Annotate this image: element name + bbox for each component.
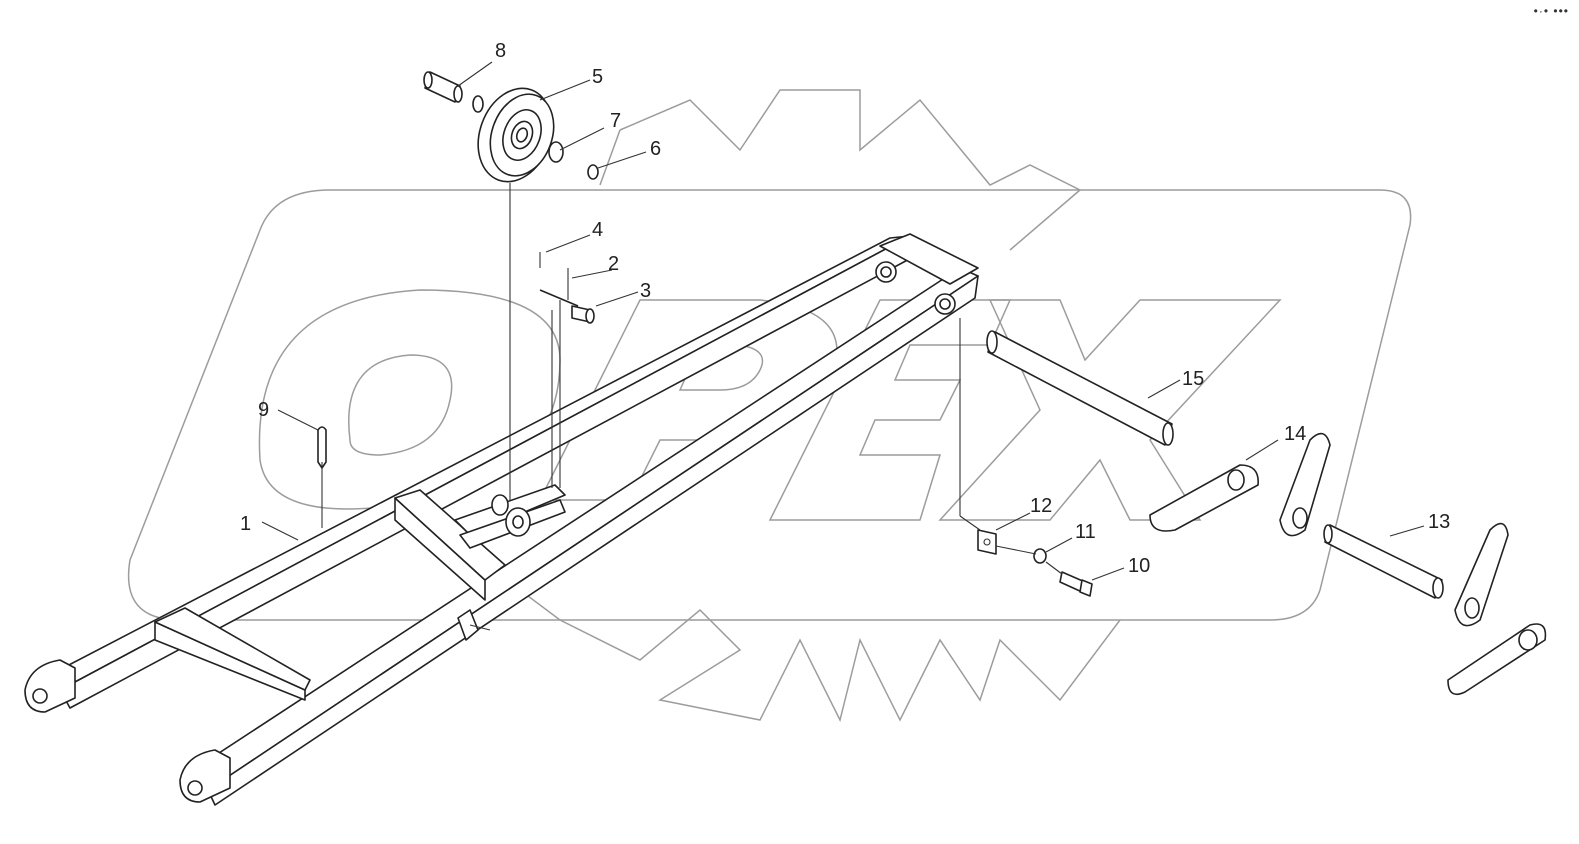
part-3-bushing xyxy=(571,305,595,324)
callout-14: 14 xyxy=(1284,423,1306,445)
callout-15: 15 xyxy=(1182,368,1204,390)
callout-11: 11 xyxy=(1075,521,1096,543)
part-1-main-frame xyxy=(24,233,979,806)
callout-4: 4 xyxy=(592,219,603,241)
callout-labels: 8 5 7 6 4 2 3 9 1 12 11 10 13 14 15 xyxy=(240,40,1450,577)
callout-3: 3 xyxy=(640,280,651,302)
watermark-letter-o xyxy=(258,289,561,510)
callout-12: 12 xyxy=(1030,495,1052,517)
link-arm-pair xyxy=(1447,522,1547,696)
part-11-washer xyxy=(1033,548,1047,564)
callout-2: 2 xyxy=(608,253,619,275)
part-7-washer xyxy=(548,141,564,163)
watermark-letter-x xyxy=(938,299,1282,521)
callout-10: 10 xyxy=(1128,555,1150,577)
part-12-plate xyxy=(977,529,997,555)
part-8-sleeve xyxy=(423,71,463,103)
callout-leaders xyxy=(261,61,1425,581)
callout-1: 1 xyxy=(240,513,251,535)
part-10-bolt xyxy=(1059,571,1093,597)
callout-8: 8 xyxy=(495,40,506,62)
assembly-guide-lines xyxy=(321,183,1063,575)
part-14-arm-pair xyxy=(1149,432,1331,537)
part-6-snap-ring xyxy=(587,164,599,180)
part-15-long-axle xyxy=(986,330,1174,446)
corner-mark: •·• ••• xyxy=(1533,4,1569,18)
callout-9: 9 xyxy=(258,399,269,421)
washer-small xyxy=(472,95,484,113)
callout-7: 7 xyxy=(610,110,621,132)
part-5-pulley xyxy=(477,87,555,183)
callout-13: 13 xyxy=(1428,511,1450,533)
callout-6: 6 xyxy=(650,138,661,160)
part-13-tube xyxy=(1323,524,1444,599)
part-2-axle-pin xyxy=(539,268,579,307)
part-9-cotter-pin xyxy=(317,426,327,469)
callout-5: 5 xyxy=(592,66,603,88)
